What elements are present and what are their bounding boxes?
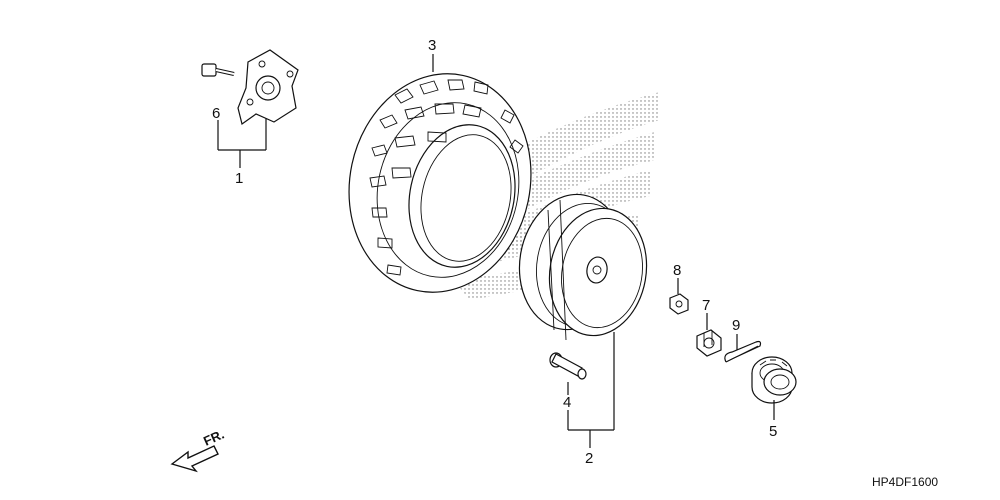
hub-plate — [237, 49, 299, 126]
castle-nut — [696, 329, 722, 357]
callout-3: 3 — [428, 37, 436, 54]
wheel-hub — [751, 356, 797, 404]
wheel-nut — [669, 293, 689, 315]
callout-4: 4 — [563, 394, 571, 411]
diagram-code: HP4DF1600 — [872, 475, 938, 489]
cotter-pin — [724, 340, 762, 363]
flange-bolt — [201, 63, 235, 77]
tire — [348, 73, 532, 293]
callout-7: 7 — [702, 297, 710, 314]
front-direction-arrow — [170, 445, 219, 473]
callout-5: 5 — [769, 423, 777, 440]
valve-stem — [549, 352, 587, 380]
callout-8: 8 — [673, 262, 681, 279]
wheel-rim — [518, 193, 648, 341]
callout-1: 1 — [235, 170, 243, 187]
callout-2: 2 — [585, 450, 593, 467]
direction-label: FR. — [201, 427, 226, 449]
leader-lines — [217, 54, 775, 448]
callout-6: 6 — [212, 105, 220, 122]
callout-9: 9 — [732, 317, 740, 334]
